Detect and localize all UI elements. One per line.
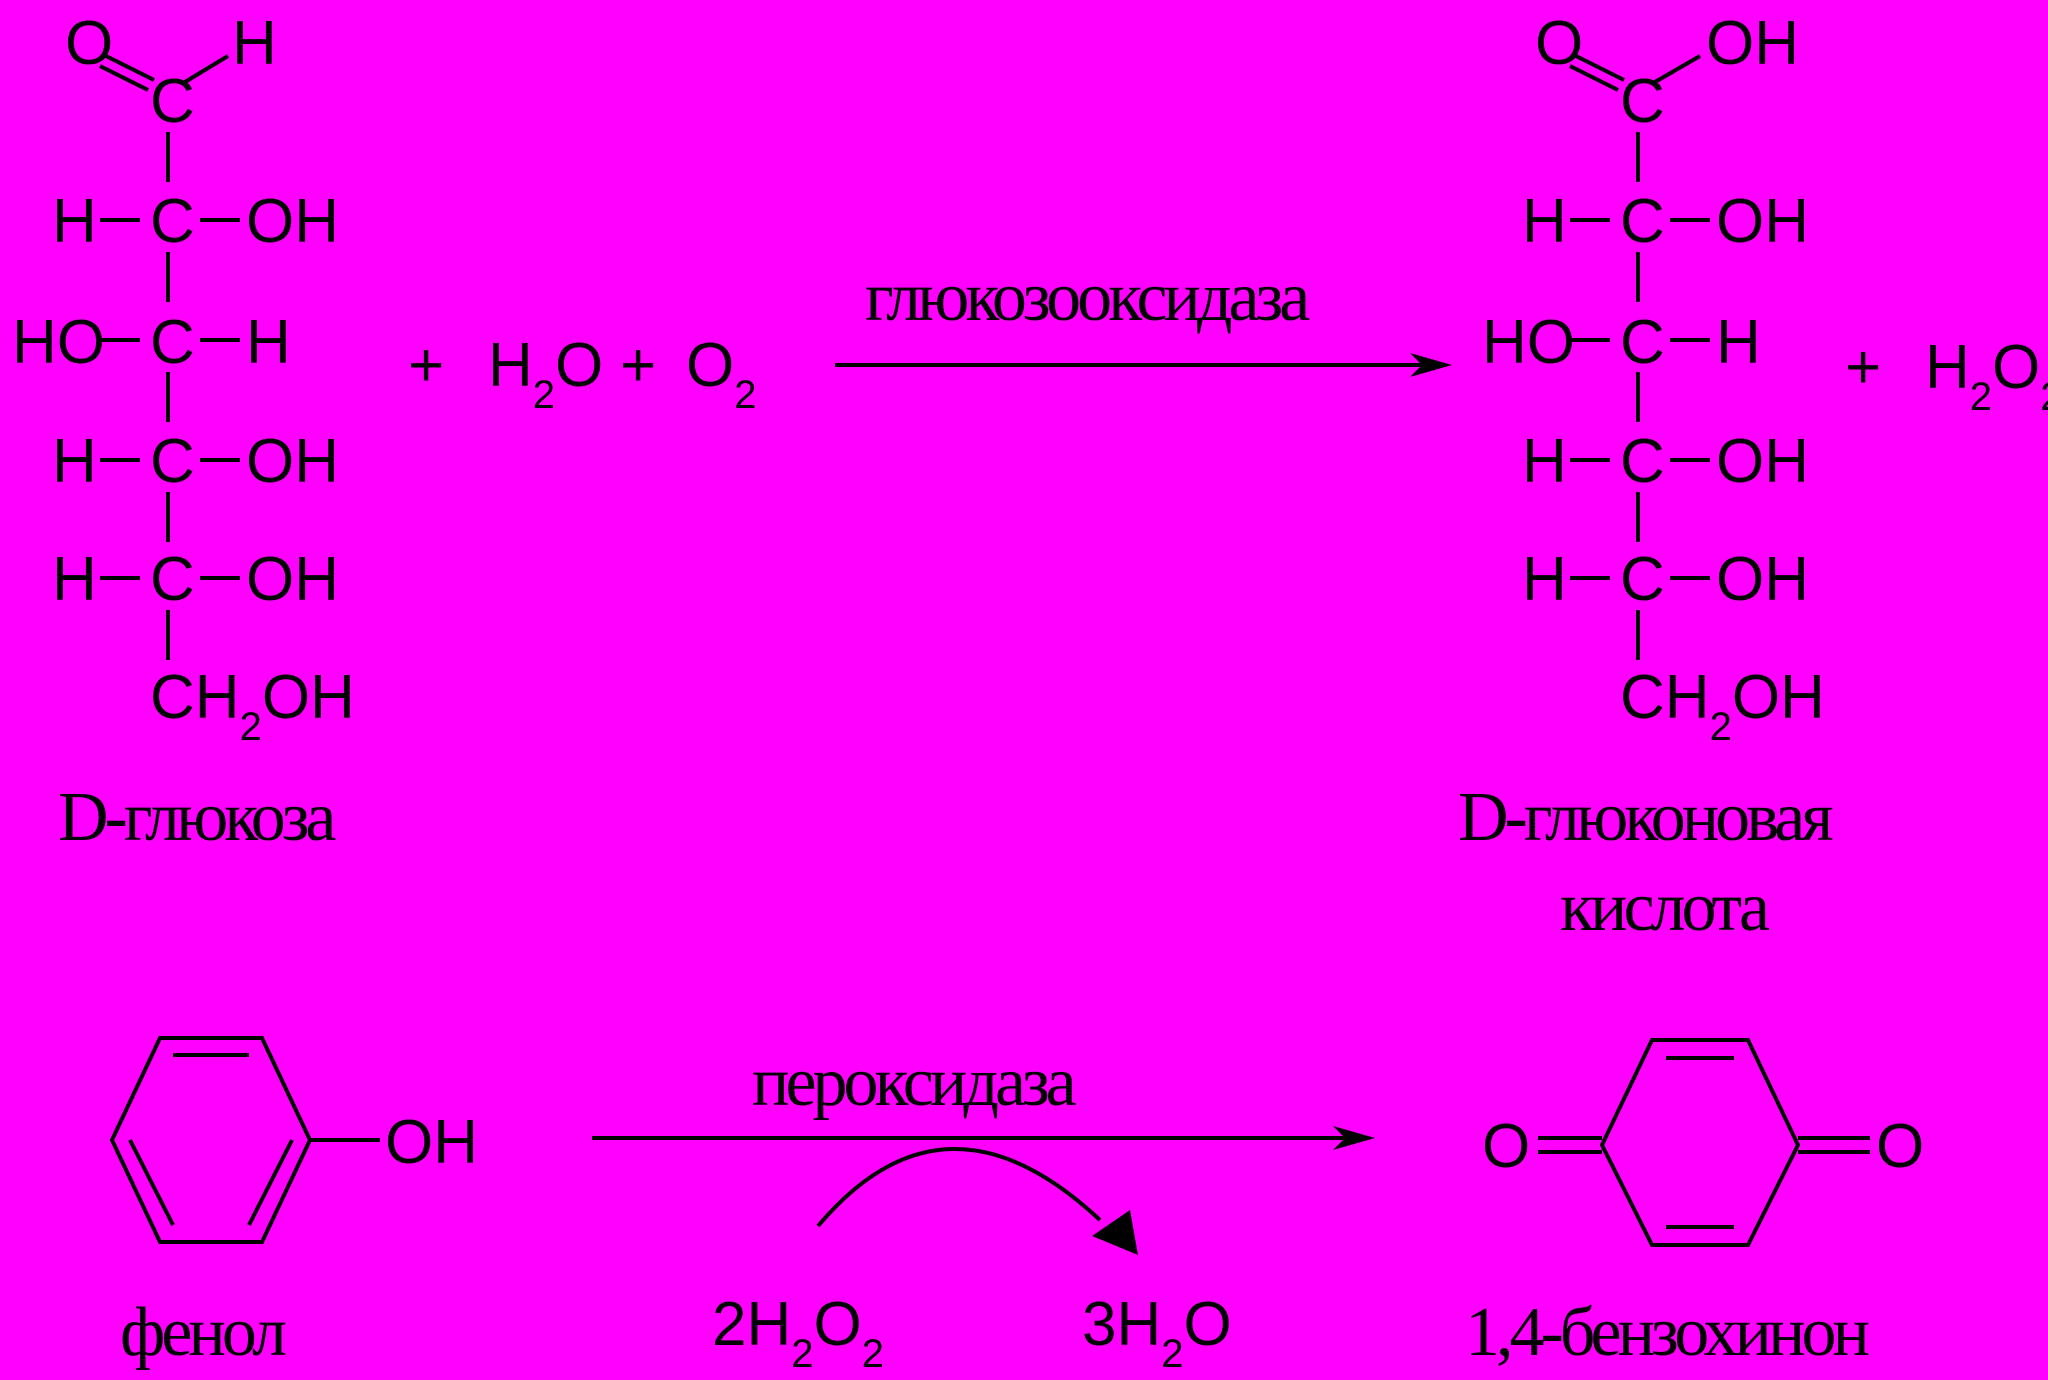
glucose-c4: C bbox=[150, 427, 195, 496]
water-formula: H2O bbox=[488, 331, 603, 417]
gluconic-acid-name-line1: D-глюконовая bbox=[1458, 779, 1832, 856]
peroxide-formula: H2O2 bbox=[1925, 333, 2048, 419]
curved-coupling-arrow bbox=[816, 1147, 1102, 1228]
gluconic-c5-h: H bbox=[1522, 545, 1567, 614]
plus-sign-2: + bbox=[620, 331, 656, 400]
phenol-oh: OH bbox=[385, 1108, 478, 1177]
glucose-ch-bond bbox=[183, 54, 230, 84]
glucose-c4-oh: OH bbox=[246, 427, 339, 496]
glucose-c5-h: H bbox=[52, 545, 97, 614]
phenol-inner-bond-2 bbox=[247, 1139, 294, 1226]
glucose-c5-oh: OH bbox=[246, 545, 339, 614]
enzyme-peroxidase: пероксидаза bbox=[752, 1044, 1077, 1121]
glucose-c2-oh: OH bbox=[246, 187, 339, 256]
benzoquinone-ring bbox=[1599, 1038, 1801, 1247]
gluconic-c3-ho: HO bbox=[1482, 308, 1575, 377]
gluconic-co-double-bond-2 bbox=[1575, 54, 1625, 82]
glucose-c6-ch2oh: CH2OH bbox=[150, 663, 355, 749]
gluconic-c5-oh: OH bbox=[1716, 545, 1809, 614]
glucose-c5: C bbox=[150, 545, 195, 614]
gluconic-acid-name-line2: кислота bbox=[1560, 869, 1770, 946]
phenol-inner-bond-3 bbox=[128, 1139, 175, 1226]
glucose-co-double-bond-2 bbox=[105, 54, 155, 82]
gluconic-acid-structure: O OH C H C OH HO C H H C OH H C OH CH2OH bbox=[1482, 9, 1825, 749]
hydrogen-peroxide-cosubstrate: 2H2O2 bbox=[712, 1290, 884, 1376]
plus-sign-3: + bbox=[1845, 333, 1881, 402]
glucose-c3-h: H bbox=[246, 308, 291, 377]
glucose-name: D-глюкоза bbox=[58, 779, 336, 856]
glucose-c4-h: H bbox=[52, 427, 97, 496]
gluconic-c2: C bbox=[1620, 187, 1665, 256]
glucose-c2-h: H bbox=[52, 187, 97, 256]
curved-coupling-arrow-head bbox=[1092, 1210, 1138, 1255]
benzoquinone-name: 1,4-бензохинон bbox=[1465, 1294, 1868, 1371]
reaction-arrow-2-head bbox=[1333, 1126, 1375, 1150]
gluconic-c3: C bbox=[1620, 308, 1665, 377]
reaction-arrow-1-head bbox=[1410, 353, 1452, 377]
plus-sign-1: + bbox=[408, 331, 444, 400]
benzoquinone-oxygen-left: O bbox=[1482, 1112, 1530, 1181]
gluconic-c2-h: H bbox=[1522, 187, 1567, 256]
glucose-c1: C bbox=[150, 67, 195, 136]
glucose-aldehyde-hydrogen: H bbox=[232, 9, 277, 78]
gluconic-c3-h: H bbox=[1716, 308, 1761, 377]
glucose-structure: O H C H C OH HO C H H C OH H C OH CH2OH bbox=[12, 9, 355, 749]
glucose-c3-ho: HO bbox=[12, 308, 105, 377]
gluconic-c1: C bbox=[1620, 67, 1665, 136]
gluconic-c4: C bbox=[1620, 427, 1665, 496]
oxygen-formula: O2 bbox=[686, 331, 756, 417]
phenol-ring bbox=[109, 1036, 313, 1244]
water-coproduct: 3H2O bbox=[1082, 1290, 1232, 1376]
gluconic-c2-oh: OH bbox=[1716, 187, 1809, 256]
enzyme-glucose-oxidase: глюкозооксидаза bbox=[865, 259, 1310, 336]
glucose-c3: C bbox=[150, 308, 195, 377]
glucose-c2: C bbox=[150, 187, 195, 256]
benzoquinone-oxygen-right: O bbox=[1876, 1112, 1924, 1181]
phenol-structure: OH bbox=[109, 1036, 478, 1244]
gluconic-c4-oh: OH bbox=[1716, 427, 1809, 496]
gluconic-carboxyl-oh: OH bbox=[1706, 9, 1799, 78]
gluconic-c6-ch2oh: CH2OH bbox=[1620, 663, 1825, 749]
phenol-name: фенол bbox=[120, 1294, 286, 1371]
glucose-co-double-bond-1 bbox=[99, 64, 149, 92]
gluconic-c-oh-bond bbox=[1653, 54, 1702, 84]
gluconic-c4-h: H bbox=[1522, 427, 1567, 496]
gluconic-c5: C bbox=[1620, 545, 1665, 614]
gluconic-co-double-bond-1 bbox=[1569, 64, 1619, 92]
benzoquinone-structure: O O bbox=[1482, 1038, 1924, 1247]
